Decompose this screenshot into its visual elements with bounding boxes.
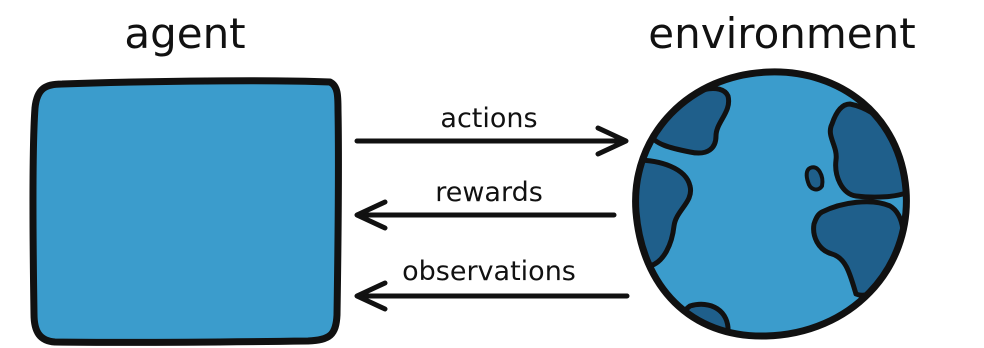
globe-outline [632, 68, 910, 340]
observations-label: observations [402, 256, 576, 287]
environment-globe [632, 68, 910, 340]
rewards-arrow: rewards [354, 177, 617, 231]
globe-landmasses [635, 86, 907, 337]
observations-arrow: observations [354, 256, 630, 312]
environment-title: environment [648, 9, 915, 58]
rewards-label: rewards [435, 177, 543, 208]
land-island [804, 165, 825, 192]
land-southeast [811, 199, 906, 298]
actions-arrow: actions [354, 103, 629, 157]
actions-label: actions [440, 103, 537, 134]
agent-title: agent [124, 9, 245, 58]
agent-box [29, 77, 342, 346]
